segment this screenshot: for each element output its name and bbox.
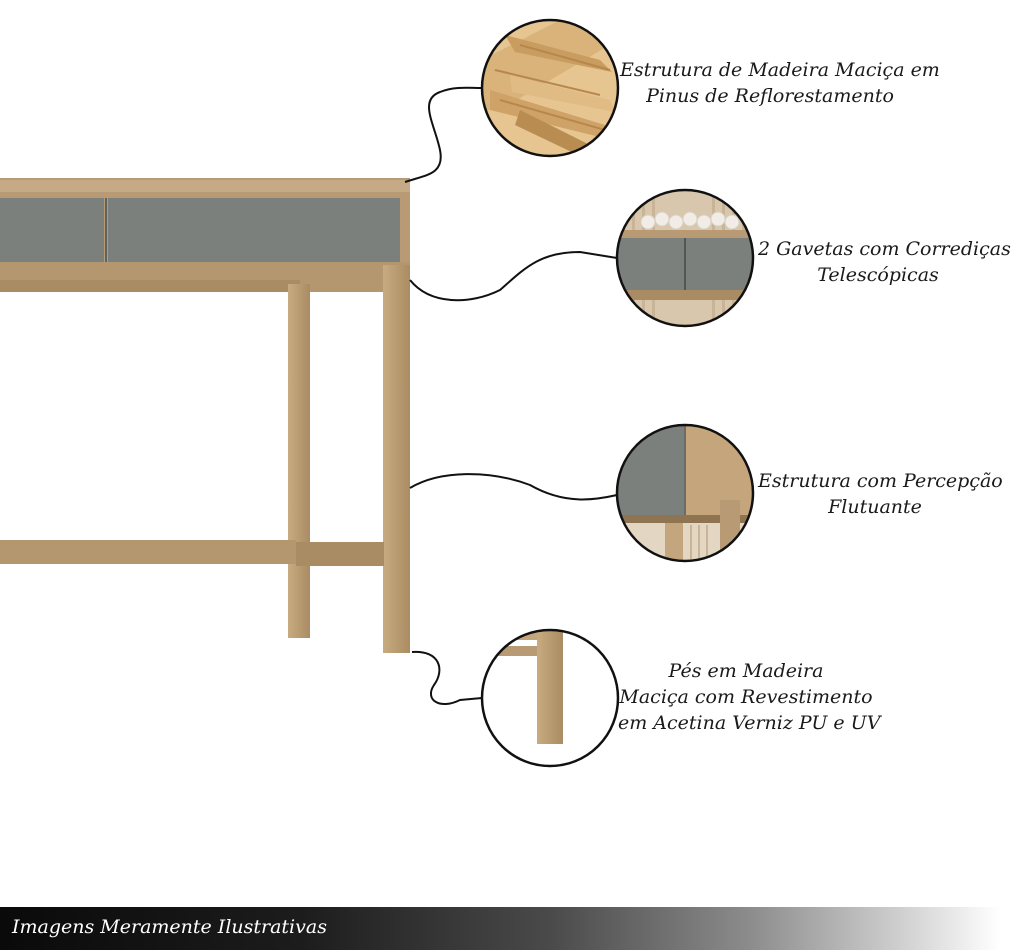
feature-label-legs: Pés em Madeira Maciça com Revestimento e…	[618, 658, 881, 736]
connector-1	[404, 86, 483, 183]
footer-bar: Imagens Meramente Ilustrativas	[0, 907, 1000, 950]
desk-top-edge	[0, 180, 410, 192]
floating-structure-icon	[615, 423, 755, 563]
connector-2	[409, 250, 618, 302]
feature-label-line: Pinus de Reflorestamento	[646, 85, 894, 107]
feature-label-line: Maciça com Revestimento	[619, 686, 873, 708]
drawer-right	[108, 198, 400, 262]
connector-4	[411, 650, 483, 705]
feature-label-wood-structure: Estrutura de Madeira Maciça em Pinus de …	[620, 57, 940, 109]
connector-lines	[404, 86, 618, 705]
feature-label-line: Pés em Madeira	[668, 660, 824, 682]
feature-label-line: em Acetina Verniz PU e UV	[618, 712, 881, 734]
wood-planks-icon	[480, 18, 620, 158]
footer-disclaimer: Imagens Meramente Ilustrativas	[12, 916, 327, 938]
feature-label-line: Telescópicas	[817, 264, 939, 286]
connector-3	[409, 473, 618, 501]
feature-label-line: Estrutura com Percepção	[758, 470, 1003, 492]
drawers-closeup-icon	[615, 188, 755, 328]
wood-leg-icon	[480, 628, 620, 768]
feature-label-line: Estrutura de Madeira Maciça em	[620, 59, 940, 81]
feature-label-drawers: 2 Gavetas com Corrediças Telescópicas	[758, 236, 1011, 288]
desk-stretcher-side	[296, 542, 384, 566]
feature-label-line: 2 Gavetas com Corrediças	[758, 238, 1011, 260]
desk-leg-front	[383, 265, 410, 653]
desk-leg-back	[288, 284, 310, 638]
drawer-left	[0, 198, 104, 262]
feature-label-floating: Estrutura com Percepção Flutuante	[758, 468, 1003, 520]
desk	[0, 178, 410, 653]
feature-label-line: Flutuante	[828, 496, 922, 518]
desk-stretcher-long	[0, 540, 296, 564]
